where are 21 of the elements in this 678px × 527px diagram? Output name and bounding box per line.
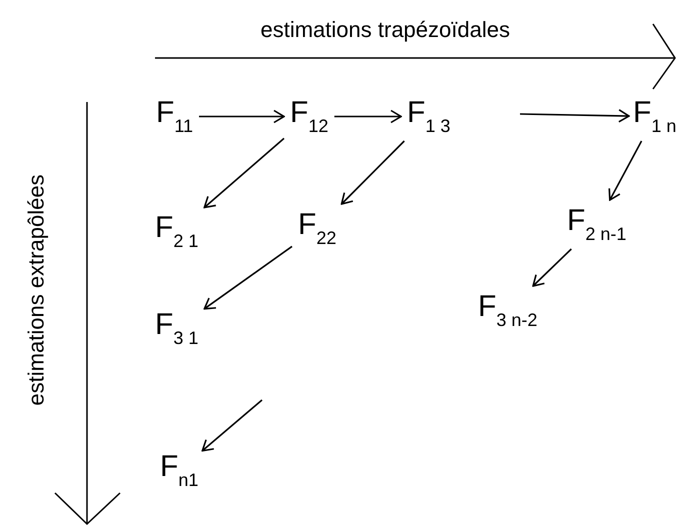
matrix-entry: F$_{1 3}$ — [407, 98, 450, 135]
arrow — [532, 248, 572, 287]
arrow — [202, 399, 263, 452]
matrix-entry: F$_{2 1}$ — [155, 213, 198, 250]
matrix-entry: F$_{11}$ — [156, 98, 194, 135]
axis-label: estimations trapézoïdales — [260, 17, 510, 43]
matrix-entry: F$_{2 n-1}$ — [567, 206, 626, 243]
matrix-entry: F$_{12}$ — [290, 98, 328, 135]
axis-label: estimations extrapôlées — [23, 174, 50, 406]
arrow — [520, 109, 630, 123]
arrow — [199, 110, 285, 124]
matrix-entry: F$_{3 n-2}$ — [478, 292, 538, 329]
matrix-entry: F$_{1 n}$ — [633, 98, 676, 135]
arrow — [334, 110, 402, 124]
arrow — [204, 246, 292, 310]
arrow — [204, 138, 285, 208]
arrow — [608, 140, 642, 201]
matrix-entry: F$_{22}$ — [298, 210, 336, 247]
matrix-entry: F$_{n1}$ — [160, 452, 198, 489]
arrow — [340, 140, 405, 205]
matrix-entry: F$_{3 1}$ — [155, 310, 198, 347]
